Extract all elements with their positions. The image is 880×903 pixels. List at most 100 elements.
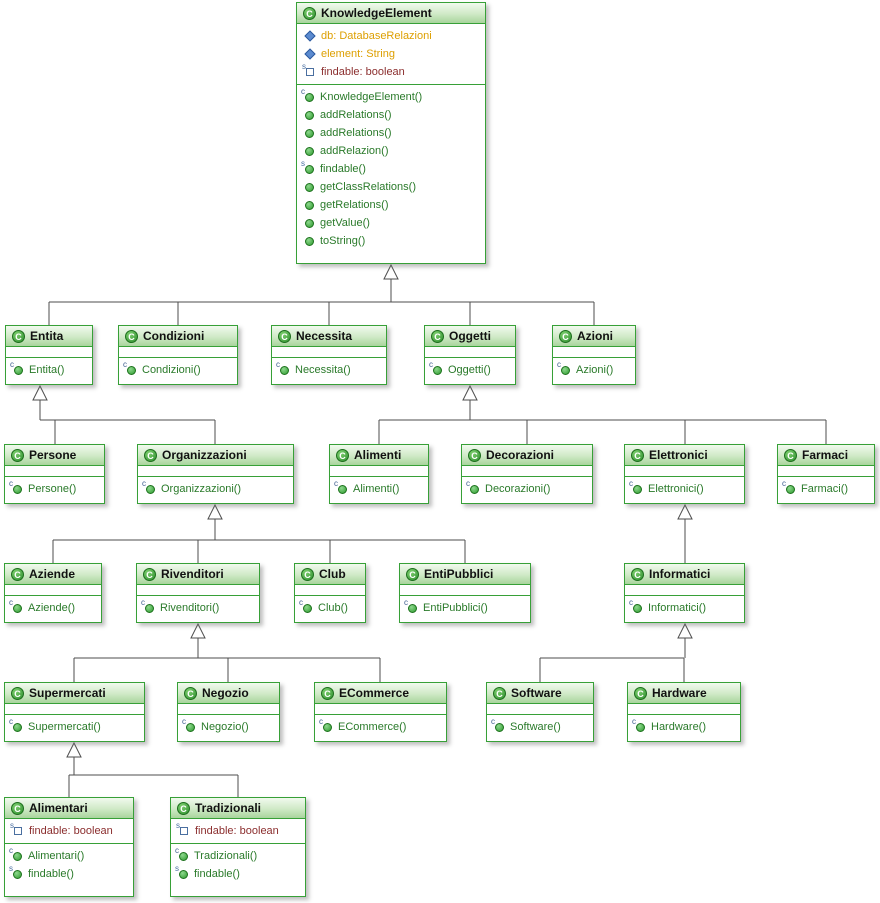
edge-supermercati-to-children[interactable] [66, 741, 239, 797]
method-row[interactable]: addRelazion() [297, 142, 485, 160]
class-icon: C [631, 448, 644, 462]
method-row[interactable]: getClassRelations() [297, 178, 485, 196]
edge-elettronici-to-informatici[interactable] [677, 503, 693, 563]
method-row[interactable]: getRelations() [297, 196, 485, 214]
edge-rivenditori-to-children[interactable] [73, 622, 381, 682]
edge-organizzazioni-to-children[interactable] [52, 503, 466, 563]
edge-knowledgeelement-to-children[interactable] [48, 263, 595, 325]
attributes-section [137, 585, 259, 596]
method-row[interactable]: addRelations() [297, 106, 485, 124]
method-row[interactable]: toString() [297, 232, 485, 250]
attribute-row[interactable]: db: DatabaseRelazioni [297, 27, 485, 45]
method-row[interactable]: addRelations() [297, 124, 485, 142]
method-icon [305, 200, 314, 210]
edge-informatici-to-children[interactable] [539, 622, 693, 682]
edge-oggetti-to-children[interactable] [378, 384, 827, 444]
attribute-row[interactable]: element: String [297, 45, 485, 63]
method-row[interactable]: getValue() [297, 214, 485, 232]
edge-entita-to-children[interactable] [32, 384, 216, 444]
